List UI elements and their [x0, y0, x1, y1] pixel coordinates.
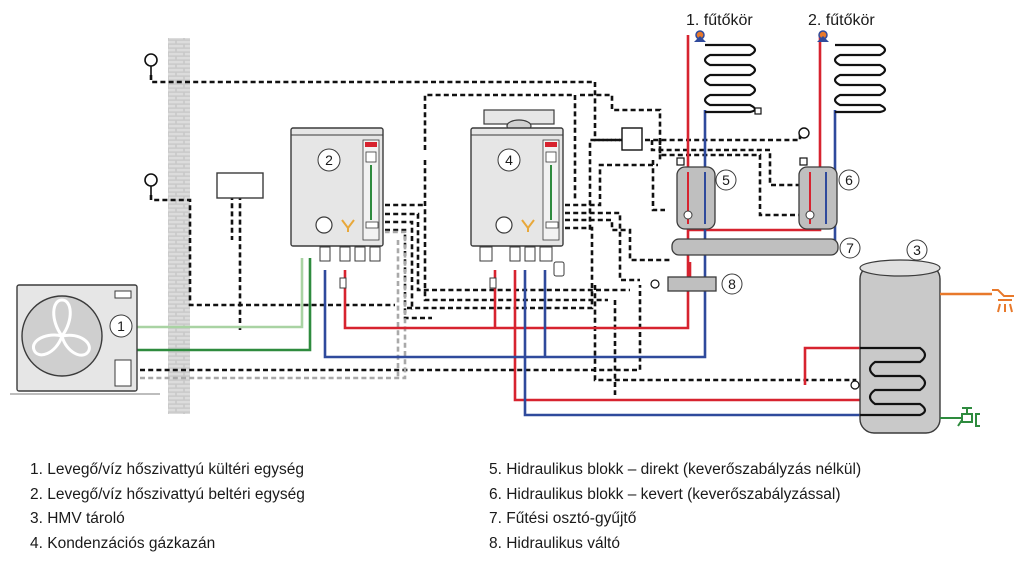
marker-2: 2	[325, 152, 333, 168]
marker-1: 1	[117, 318, 125, 334]
marker-3: 3	[913, 242, 921, 258]
marker-7: 7	[846, 240, 854, 256]
pump-icon	[805, 210, 815, 220]
sensor-icon	[799, 157, 808, 166]
pump-icon	[683, 210, 693, 220]
marker-5: 5	[722, 172, 730, 188]
marker-4: 4	[505, 152, 513, 168]
outdoor-unit: 1	[16, 284, 138, 392]
thermometer-icon	[850, 380, 860, 390]
thermostat-valve-icon	[694, 30, 829, 42]
legend-item: 4. Kondenzációs gázkazán	[30, 534, 216, 552]
sensor-icon	[798, 127, 810, 139]
dhw-tank: 3	[850, 239, 941, 434]
tap-icon	[940, 407, 980, 427]
legend-item: 3. HMV tároló	[30, 510, 125, 527]
legend-item: 2. Levegő/víz hőszivattyú beltéri egység	[30, 485, 305, 503]
marker-6: 6	[845, 172, 853, 188]
junction-box	[621, 127, 643, 151]
distributor-manifold: 7	[671, 237, 861, 259]
refrigerant-lines	[137, 258, 312, 352]
legend-item: 8. Hidraulikus váltó	[489, 534, 620, 552]
controller-box	[216, 172, 264, 199]
thermometer-icon	[650, 279, 660, 289]
legend-item: 5. Hidraulikus blokk – direkt (keverősza…	[489, 461, 862, 478]
legend-item: 6. Hidraulikus blokk – kevert (keverősza…	[489, 485, 841, 503]
indoor-unit: 2	[290, 127, 384, 289]
heating-circuit-1-label: 1. fűtőkör	[686, 12, 753, 29]
heating-coil-2	[833, 43, 887, 114]
flow-pipes	[343, 35, 860, 402]
hydraulic-separator: 8	[650, 273, 743, 295]
gas-boiler: 4	[470, 109, 565, 289]
hydraulic-block-direct: 5	[676, 166, 737, 230]
hydraulic-block-mixed: 6	[798, 166, 860, 230]
heating-system-diagram: 1. fűtőkör 2. fűtőkör 1 2	[10, 12, 1014, 434]
heat-pump-fan-icon	[31, 298, 91, 357]
heating-circuit-2-label: 2. fűtőkör	[808, 12, 875, 29]
legend-item: 1. Levegő/víz hőszivattyú kültéri egység	[30, 461, 304, 478]
legend-right: 5. Hidraulikus blokk – direkt (keverősza…	[489, 458, 861, 556]
legend-item: 7. Fűtési osztó-gyűjtő	[489, 510, 637, 527]
wall-icon	[168, 38, 190, 414]
outdoor-sensor-icon	[144, 53, 158, 195]
shower-icon	[992, 289, 1014, 313]
heating-coil-1	[703, 43, 762, 115]
legend-left: 1. Levegő/víz hőszivattyú kültéri egység…	[30, 458, 305, 556]
sensor-icon	[676, 157, 685, 166]
marker-8: 8	[728, 276, 736, 292]
